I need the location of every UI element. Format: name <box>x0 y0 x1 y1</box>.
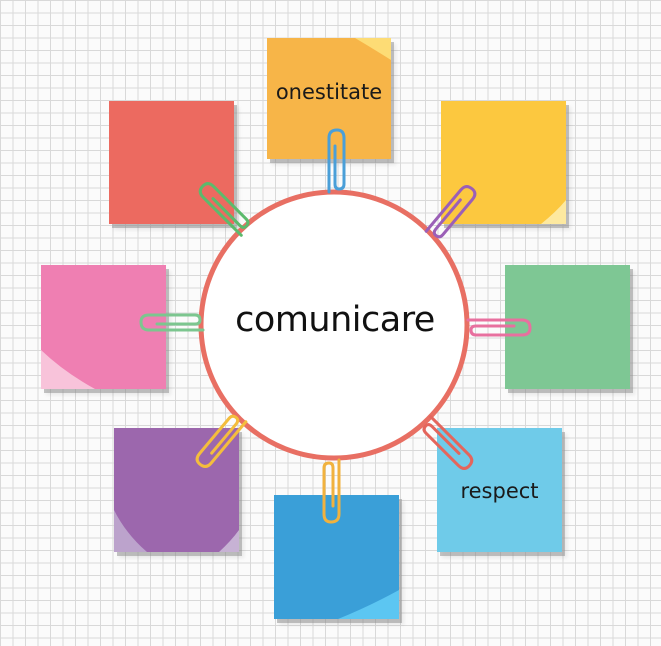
sticky-note-bottom-left <box>114 428 239 552</box>
curl-top-right <box>541 200 566 224</box>
note-label-onestitate: onestitate <box>275 80 383 104</box>
sticky-note-top-right <box>441 101 566 224</box>
paperclip-icon <box>139 313 205 332</box>
paperclip-icon <box>322 458 341 524</box>
curl-top <box>355 38 391 60</box>
paperclip-icon <box>327 128 346 194</box>
paperclip-icon <box>422 415 474 470</box>
curl-bottom-left <box>114 510 147 552</box>
note-label-respect: respect <box>460 479 539 503</box>
sticky-note-bottom-right: respect <box>437 428 562 552</box>
paperclip-icon <box>466 318 532 337</box>
sticky-note-bottom <box>274 495 399 619</box>
paperclip-icon <box>198 182 250 237</box>
curl-bottom-left-br <box>219 530 239 552</box>
curl-bottom <box>338 590 399 619</box>
sticky-note-right <box>505 265 630 389</box>
paperclip-icon <box>195 414 248 468</box>
curl-left <box>41 350 95 389</box>
sticky-note-top-left <box>109 101 234 224</box>
center-label: comunicare <box>235 300 435 340</box>
center-ring <box>198 189 470 461</box>
paperclip-icon <box>424 185 477 239</box>
